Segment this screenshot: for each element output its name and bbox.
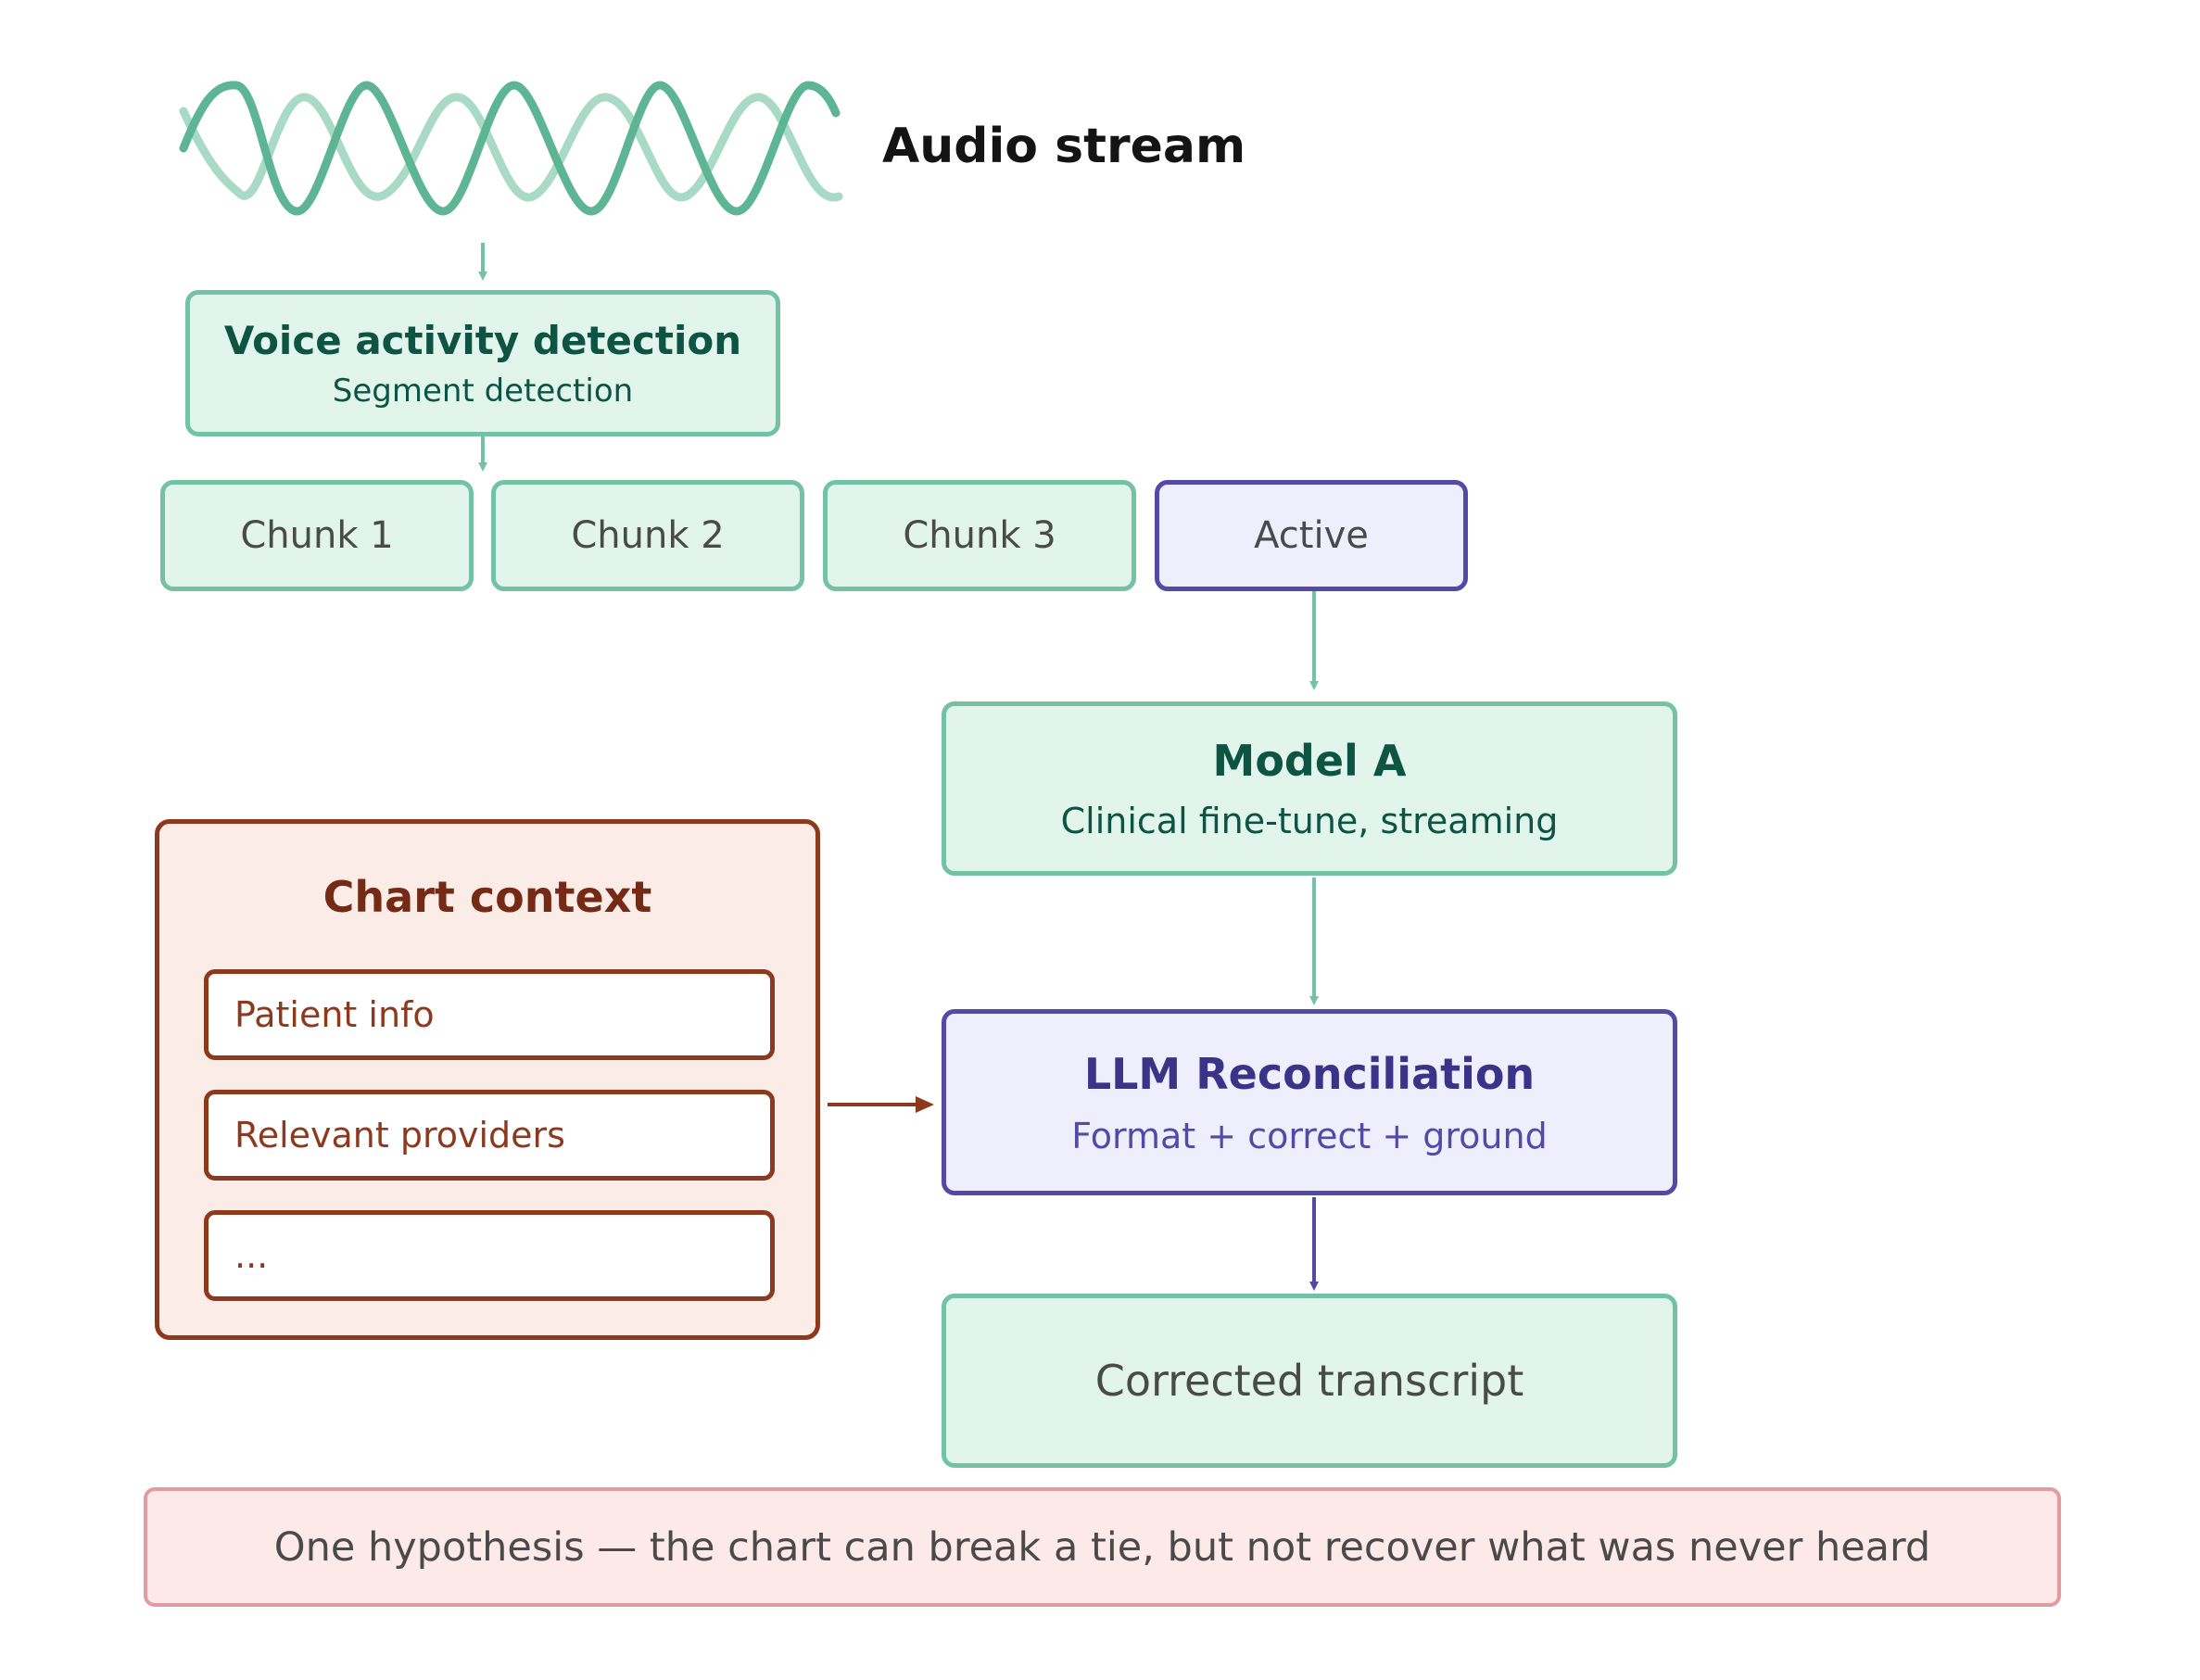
context-item-relevant-providers: Relevant providers	[204, 1090, 775, 1181]
vad-title: Voice activity detection	[223, 317, 742, 363]
footer-note-text: One hypothesis — the chart can break a t…	[273, 1523, 1931, 1571]
waveform-icon	[179, 81, 843, 216]
context-item-more: ...	[204, 1210, 775, 1301]
footer-note-box: One hypothesis — the chart can break a t…	[144, 1487, 2061, 1607]
context-item-label: ...	[234, 1235, 269, 1276]
arrow-context-head	[916, 1096, 934, 1113]
context-item-label: Relevant providers	[234, 1115, 565, 1156]
model-a-subtitle: Clinical fine-tune, streaming	[1060, 801, 1559, 841]
vad-subtitle: Segment detection	[332, 372, 634, 410]
audio-stream-label: Audio stream	[882, 119, 1246, 174]
corrected-transcript-box: Corrected transcript	[942, 1294, 1677, 1468]
context-item-patient-info: Patient info	[204, 969, 775, 1060]
llm-reconciliation-box: LLM Reconciliation Format + correct + gr…	[942, 1009, 1677, 1195]
output-label: Corrected transcript	[1094, 1356, 1524, 1406]
context-item-label: Patient info	[234, 994, 435, 1035]
llm-subtitle: Format + correct + ground	[1071, 1115, 1548, 1156]
model-a-box: Model A Clinical fine-tune, streaming	[942, 701, 1677, 876]
chunk-active: Active	[1155, 480, 1468, 591]
chunk-2: Chunk 2	[491, 480, 804, 591]
chunk-label: Chunk 2	[571, 514, 725, 557]
chart-context-title: Chart context	[322, 872, 652, 922]
chart-context-panel: Chart context Patient info Relevant prov…	[155, 819, 820, 1340]
chunk-3: Chunk 3	[823, 480, 1136, 591]
chunk-label: Chunk 3	[903, 514, 1056, 557]
chunk-label: Chunk 1	[240, 514, 394, 557]
model-a-title: Model A	[1212, 736, 1407, 786]
vad-box: Voice activity detection Segment detecti…	[185, 290, 780, 436]
llm-title: LLM Reconciliation	[1083, 1048, 1536, 1099]
chunk-1: Chunk 1	[160, 480, 474, 591]
chunk-label: Active	[1254, 514, 1369, 557]
